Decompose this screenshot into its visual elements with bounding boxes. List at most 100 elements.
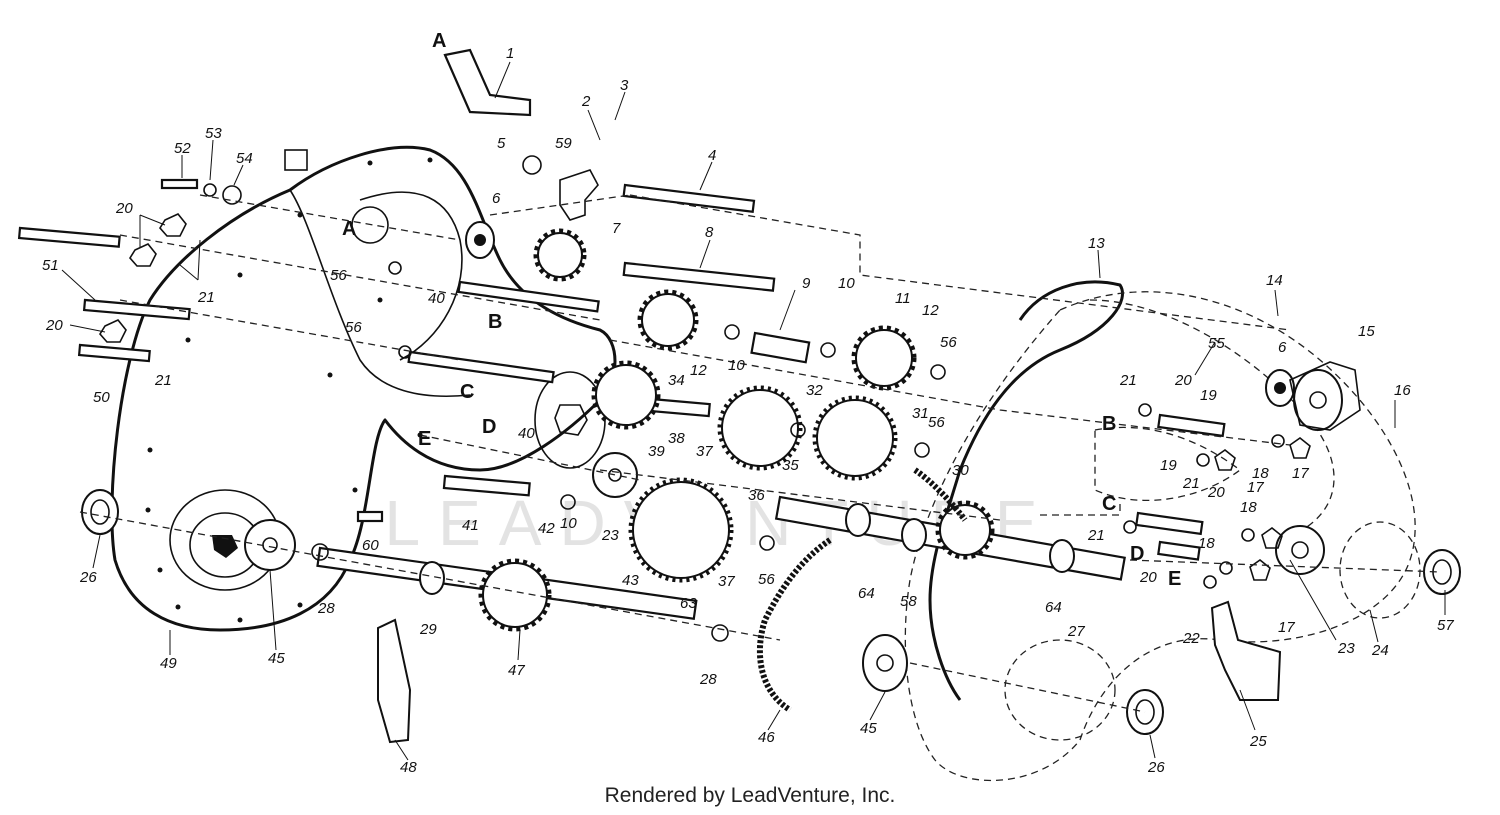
callout-14: 14	[1266, 272, 1283, 289]
callout-4: 4	[708, 147, 716, 164]
callout-45: 45	[860, 720, 877, 737]
callout-24: 24	[1371, 642, 1389, 659]
callout-41: 41	[462, 517, 479, 534]
callout-2: 2	[581, 93, 591, 110]
centerlines	[79, 194, 1441, 713]
callout-9: 9	[802, 275, 811, 292]
part-callouts: 1 2 3 4 5 6 6 7 8 9 10 10 10 11 12 12 13…	[42, 45, 1454, 776]
footer-credit: Rendered by LeadVenture, Inc.	[604, 784, 896, 807]
callout-3: 3	[620, 77, 629, 94]
callout-18: 18	[1240, 499, 1257, 516]
callout-10: 10	[560, 515, 577, 532]
callout-21: 21	[154, 372, 172, 389]
callout-64: 64	[858, 585, 875, 602]
callout-31: 31	[912, 405, 929, 422]
section-letter-c: C	[1102, 493, 1116, 515]
callout-39: 39	[648, 443, 665, 460]
callout-60: 60	[362, 537, 379, 554]
callout-37: 37	[696, 443, 713, 460]
callout-56: 56	[330, 267, 347, 284]
right-housing	[904, 280, 1421, 782]
callout-28: 28	[699, 671, 717, 688]
callout-64: 64	[1045, 599, 1062, 616]
callout-35: 35	[782, 457, 799, 474]
callout-28: 28	[317, 600, 335, 617]
callout-42: 42	[538, 520, 555, 537]
callout-57: 57	[1437, 617, 1454, 634]
callout-22: 22	[1182, 630, 1200, 647]
callout-16: 16	[1394, 382, 1411, 399]
section-letter-b: B	[1102, 413, 1116, 435]
callout-19: 19	[1200, 387, 1217, 404]
callout-13: 13	[1088, 235, 1105, 252]
callout-6: 6	[1278, 339, 1287, 356]
callout-20: 20	[1139, 569, 1157, 586]
callout-54: 54	[236, 150, 253, 167]
callout-46: 46	[758, 729, 775, 746]
callout-8: 8	[705, 224, 714, 241]
callout-15: 15	[1358, 323, 1375, 340]
callout-50: 50	[93, 389, 110, 406]
callout-40: 40	[428, 290, 445, 307]
callout-45: 45	[268, 650, 285, 667]
section-letter-b: B	[488, 311, 502, 333]
callout-5: 5	[497, 135, 506, 152]
section-letter-a: A	[342, 218, 356, 240]
section-letter-d: D	[482, 416, 496, 438]
callout-11: 11	[895, 290, 911, 307]
section-letter-e: E	[1168, 568, 1181, 590]
callout-23: 23	[1337, 640, 1355, 657]
callout-56: 56	[940, 334, 957, 351]
leader-lines	[61, 61, 1446, 761]
callout-6: 6	[492, 190, 501, 207]
callout-37: 37	[718, 573, 735, 590]
callout-63: 63	[680, 595, 697, 612]
callout-21: 21	[1119, 372, 1137, 389]
callout-12: 12	[690, 362, 707, 379]
callout-17: 17	[1247, 479, 1264, 496]
callout-20: 20	[1174, 372, 1192, 389]
callout-17: 17	[1278, 619, 1295, 636]
callout-56: 56	[928, 414, 945, 431]
section-letter-e: E	[418, 428, 431, 450]
callout-27: 27	[1067, 623, 1085, 640]
callout-10: 10	[838, 275, 855, 292]
callout-40: 40	[518, 425, 535, 442]
callout-20: 20	[115, 200, 133, 217]
callout-47: 47	[508, 662, 525, 679]
section-letter-d: D	[1130, 543, 1144, 565]
callout-19: 19	[1160, 457, 1177, 474]
gears	[244, 228, 1343, 692]
callout-53: 53	[205, 125, 222, 142]
callout-52: 52	[174, 140, 191, 157]
callout-18: 18	[1252, 465, 1269, 482]
callout-26: 26	[1147, 759, 1165, 776]
callout-30: 30	[952, 462, 969, 479]
callout-25: 25	[1249, 733, 1267, 750]
callout-21: 21	[1087, 527, 1105, 544]
callout-29: 29	[419, 621, 437, 638]
callout-21: 21	[1182, 475, 1200, 492]
callout-26: 26	[79, 569, 97, 586]
brackets	[356, 510, 1282, 744]
callout-12: 12	[922, 302, 939, 319]
callout-34: 34	[668, 372, 685, 389]
callout-10: 10	[728, 357, 745, 374]
section-letters: A A B C D E B C D E	[342, 30, 1181, 590]
callout-32: 32	[806, 382, 823, 399]
callout-56: 56	[758, 571, 775, 588]
callout-20: 20	[1207, 484, 1225, 501]
callout-48: 48	[400, 759, 417, 776]
callout-58: 58	[900, 593, 917, 610]
callout-23: 23	[601, 527, 619, 544]
section-letter-c: C	[460, 381, 474, 403]
chains	[757, 467, 968, 713]
callout-17: 17	[1292, 465, 1309, 482]
callout-36: 36	[748, 487, 765, 504]
callout-21: 21	[197, 289, 215, 306]
section-letter-a: A	[432, 30, 446, 52]
callout-49: 49	[160, 655, 177, 672]
callout-20: 20	[45, 317, 63, 334]
bearings-washers	[81, 155, 1461, 735]
